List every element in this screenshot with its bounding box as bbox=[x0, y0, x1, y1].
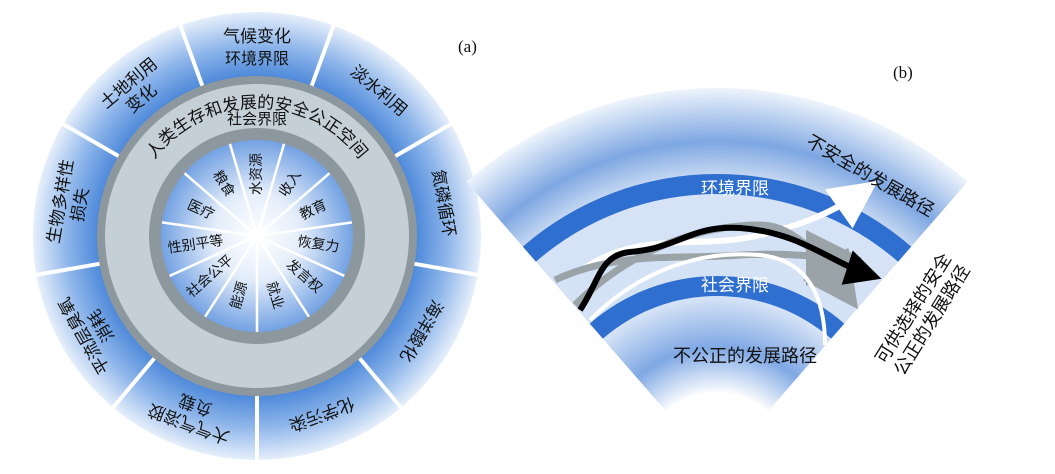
inner-separators bbox=[161, 143, 353, 332]
environment-boundary-label: 环境界限 bbox=[225, 49, 289, 68]
planetary-boundary-label: 气候变化 bbox=[223, 27, 291, 47]
unjust-pathway-arrow bbox=[588, 252, 827, 346]
social-foundation-label: 水资源 bbox=[249, 153, 265, 195]
unsafe-pathway-arrow bbox=[583, 181, 878, 271]
safe-just-pathway-arrow bbox=[577, 224, 882, 312]
inner-separator bbox=[228, 143, 259, 237]
outer-separator bbox=[110, 353, 159, 411]
social-boundary-band bbox=[589, 275, 845, 339]
environment-boundary-band bbox=[522, 173, 912, 262]
social-foundation-label: 就业 bbox=[263, 280, 286, 311]
outer-separator bbox=[34, 260, 105, 278]
fan-background bbox=[466, 87, 968, 412]
environment-boundary-label-b: 环境界限 bbox=[701, 179, 769, 199]
outer-separator bbox=[390, 121, 454, 161]
social-foundation-label: 能源 bbox=[228, 280, 251, 311]
pathway-arrow-grey-2 bbox=[572, 221, 859, 310]
outer-separator bbox=[409, 260, 480, 278]
social-foundation-label: 恢复力 bbox=[296, 233, 340, 256]
inner-separator bbox=[256, 221, 353, 238]
panel-b-label: (b) bbox=[893, 63, 913, 82]
inner-separator bbox=[183, 172, 258, 237]
unjust-pathway-label: 不公正的发展路径 bbox=[673, 346, 817, 367]
panel-a-label: (a) bbox=[458, 37, 477, 56]
outer-separator bbox=[177, 22, 206, 92]
inner-separator bbox=[255, 235, 310, 318]
inner-separator bbox=[256, 234, 345, 278]
inner-separator bbox=[255, 143, 286, 237]
outer-separator bbox=[60, 121, 124, 161]
outer-separators bbox=[34, 22, 480, 462]
social-boundary-label-b: 社会界限 bbox=[701, 276, 769, 296]
inner-separator bbox=[161, 221, 258, 238]
inner-separator bbox=[204, 235, 259, 318]
outer-separator bbox=[308, 22, 337, 92]
doughnut-model: 气候变化淡水利用氮磷循环海洋酸化化学污染大气气溶胶负载平流层臭氧消耗生物多样性损… bbox=[33, 12, 481, 462]
social-boundary-label: 社会界限 bbox=[227, 110, 287, 128]
inner-separator bbox=[256, 172, 331, 237]
outer-separator bbox=[355, 353, 404, 411]
inner-separator bbox=[169, 234, 258, 278]
pathways-fan: 环境界限 社会界限 不安全的发展路径 不公正的发展路径 可供选择的安全 公正的发… bbox=[466, 63, 975, 412]
label-line: 气候变化 bbox=[223, 27, 291, 47]
